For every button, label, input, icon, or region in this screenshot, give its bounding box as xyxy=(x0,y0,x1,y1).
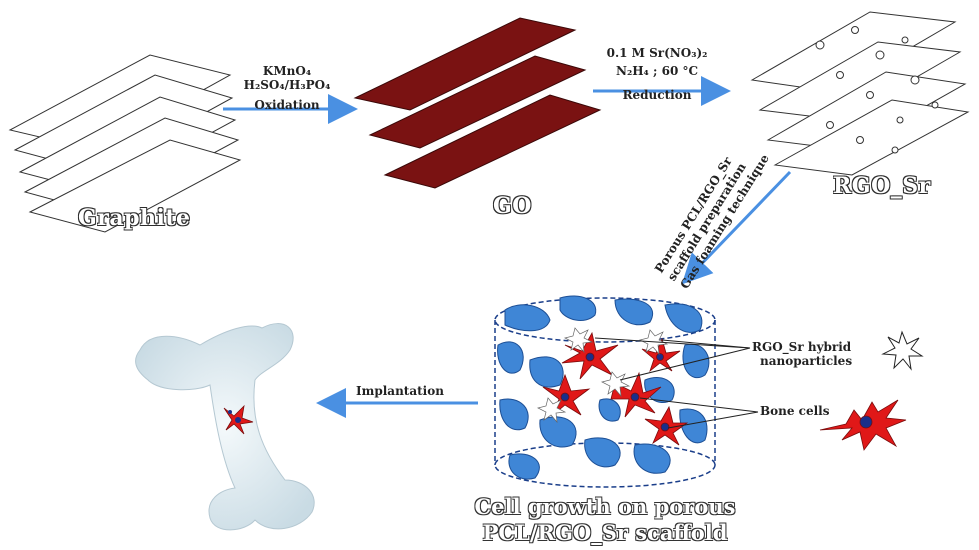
legend-nanoparticles: RGO_Sr hybrid nanoparticles xyxy=(752,340,852,368)
legend-nanoparticles-line-2: nanoparticles xyxy=(760,354,853,368)
implantation-label: Implantation xyxy=(356,384,444,398)
legend-pointer-lines xyxy=(594,337,759,429)
rgo-sr-particles xyxy=(815,26,939,154)
arrow-scaffold xyxy=(681,170,792,285)
scaffold-caption: Cell growth on porous PCL/RGO_Sr scaffol… xyxy=(470,494,740,546)
go-sheets xyxy=(353,17,602,189)
scaffold-pores xyxy=(497,295,710,480)
oxidation-step-label: Oxidation xyxy=(254,98,320,112)
oxidation-reagent-1: KMnO₄ xyxy=(262,64,312,78)
reduction-conditions: 0.1 M Sr(NO₃)₂ N₂H₄ ; 60 °C Reduction xyxy=(592,46,722,102)
go-label: GO xyxy=(493,193,532,219)
scaffold-cells xyxy=(542,331,689,446)
oxidation-conditions: KMnO₄ H₂SO₄/H₃PO₄ Oxidation xyxy=(227,64,347,112)
legend-bone-cells: Bone cells xyxy=(760,404,830,418)
reduction-reagent-1: 0.1 M Sr(NO₃)₂ xyxy=(606,46,708,60)
graphite-sheets xyxy=(8,54,242,233)
scaffold-caption-line-1: Cell growth on porous xyxy=(474,494,736,519)
reduction-step-label: Reduction xyxy=(622,88,692,102)
nanoparticle-legend-icon xyxy=(881,330,924,371)
rgo-sr-sheets xyxy=(750,11,970,176)
graphite-label: Graphite xyxy=(78,205,191,231)
reduction-reagent-2: N₂H₄ ; 60 °C xyxy=(615,64,699,78)
bone-cell-legend-icon xyxy=(819,399,907,451)
bone-illustration xyxy=(135,323,315,531)
legend-nanoparticles-line-1: RGO_Sr hybrid xyxy=(752,340,852,354)
oxidation-reagent-2: H₂SO₄/H₃PO₄ xyxy=(243,78,331,92)
scaffold-caption-line-2: PCL/RGO_Sr scaffold xyxy=(482,520,728,545)
rgo-sr-label: RGO_Sr xyxy=(833,173,931,199)
